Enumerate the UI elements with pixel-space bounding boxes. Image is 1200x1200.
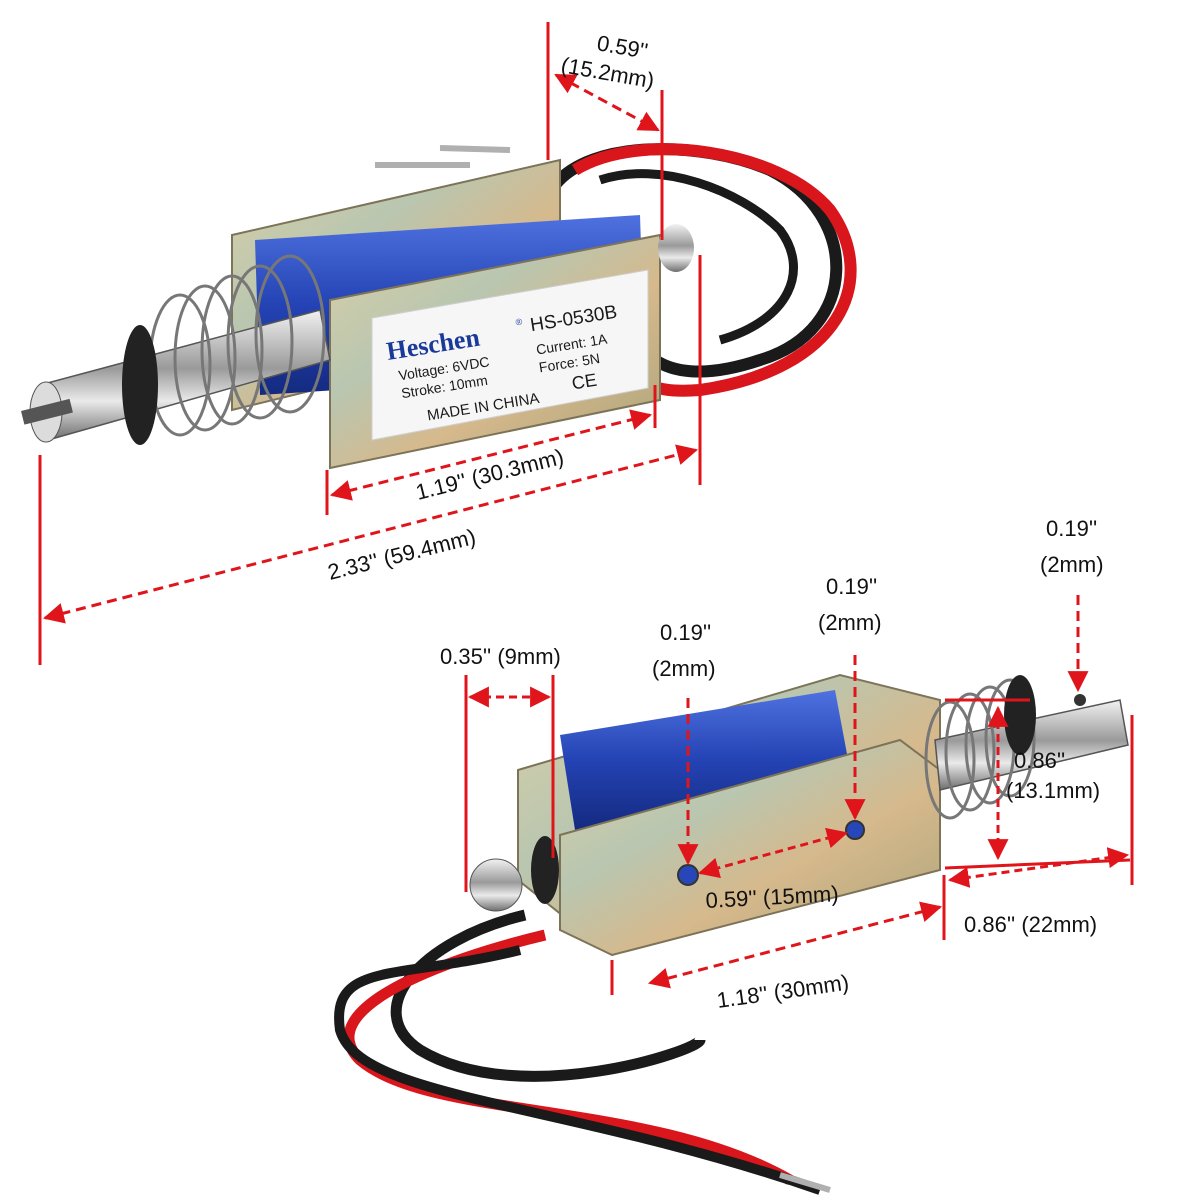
plunger-height-dim-line1: 0.86'' [1014,748,1065,773]
bottom-dimensions [464,595,1134,995]
hole1-dim-line2: (2mm) [652,656,716,681]
mount-hole-1 [677,864,699,886]
hole1-dim-line1: 0.19'' [660,620,711,645]
plunger-length-dim: 0.86'' (22mm) [964,912,1097,937]
washer-top [122,325,158,445]
plunger-bottom [934,699,1129,791]
coil-bottom [560,690,850,830]
frame-end-dim: 0.35'' (9mm) [440,644,561,669]
plunger-hole-dim-line1: 0.19'' [1046,516,1097,541]
total-length-dim: 2.33'' (59.4mm) [325,524,478,585]
body-length-dim: 1.19'' (30.3mm) [413,444,566,505]
plunger-hole-dim-line2: (2mm) [1040,552,1104,577]
plunger-height-dim-line2: (13.1mm) [1006,778,1100,803]
back-nut [658,224,694,272]
svg-text:®: ® [515,317,523,328]
top-dimensions [38,22,702,665]
hole2-dim-line1: 0.19'' [826,574,877,599]
product-label [371,269,649,441]
mount-hole-2 [845,820,865,840]
plunger-hole [1074,694,1086,706]
cap-nut [469,858,523,912]
black-wire-bottom [390,909,706,1082]
spring-top [148,254,326,437]
hole2-dim-line2: (2mm) [818,610,882,635]
top-solenoid: Heschen ® HS-0530B Voltage: 6VDC Current… [21,143,857,470]
washer-bottom [1004,675,1036,755]
body-length2-dim: 1.18'' (30mm) [715,970,850,1013]
ce-mark: CE [570,370,598,394]
red-wire [571,143,857,397]
